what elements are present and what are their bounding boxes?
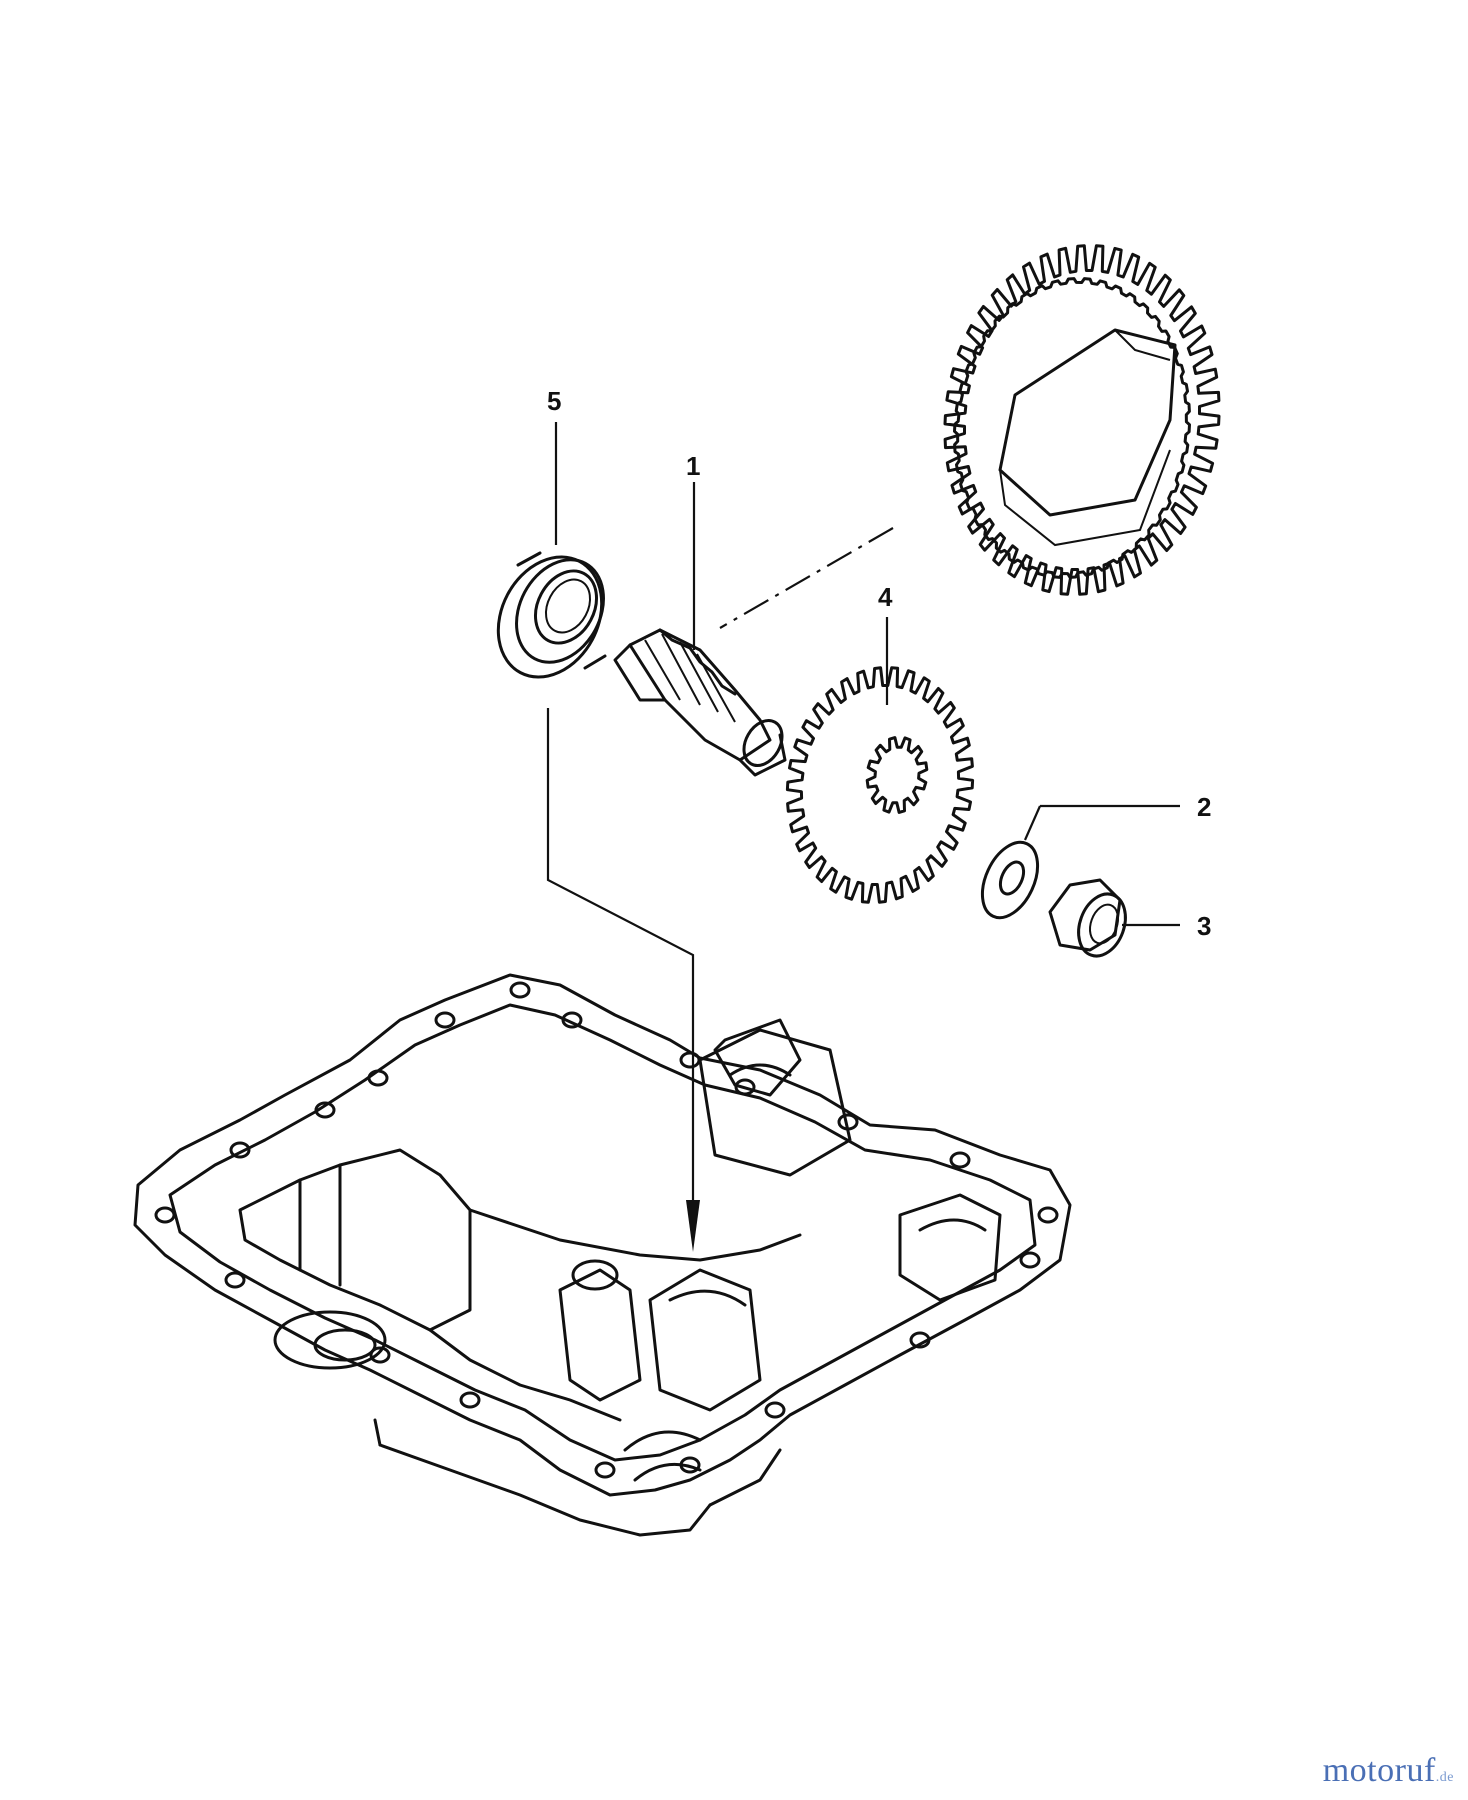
bolt-hole [764,1401,786,1419]
bolt-hole [369,1346,391,1364]
bearing[interactable] [478,539,622,695]
bolt-hole [434,1011,456,1029]
callout-numbers: 5 1 4 2 3 [547,386,1211,941]
bolt-hole [229,1141,251,1159]
washer[interactable] [971,834,1048,927]
bolt-hole [154,1206,176,1224]
arrow-head [686,1200,700,1252]
pinion-shaft[interactable] [613,628,790,777]
bolt-hole [909,1331,931,1349]
callout-3: 3 [1197,911,1211,941]
bolt-hole [1037,1206,1059,1224]
bolt-hole [509,981,531,999]
housing[interactable] [133,973,1072,1537]
bolt-hole [314,1101,336,1119]
bolt-hole [949,1151,971,1169]
plug[interactable] [1048,878,1134,963]
watermark-logo: motoruf.de [1323,1752,1454,1790]
bolt-hole [367,1069,389,1087]
callout-2: 2 [1197,792,1211,822]
callout-5: 5 [547,386,561,416]
watermark-suffix: .de [1435,1770,1454,1785]
leader-lines [546,422,1180,1252]
callout-1: 1 [686,451,700,481]
callout-4: 4 [878,582,893,612]
bolt-hole [679,1051,701,1069]
bolt-hole [1019,1251,1041,1269]
large-gear[interactable] [943,244,1221,596]
bolt-hole [561,1011,583,1029]
watermark-text: motoruf [1322,1752,1436,1789]
bolt-holes [154,981,1059,1479]
bolt-hole [734,1078,756,1096]
bolt-hole [594,1461,616,1479]
small-gear[interactable] [785,666,975,904]
bolt-hole [459,1391,481,1409]
alignment-line [719,527,894,629]
bolt-hole [224,1271,246,1289]
